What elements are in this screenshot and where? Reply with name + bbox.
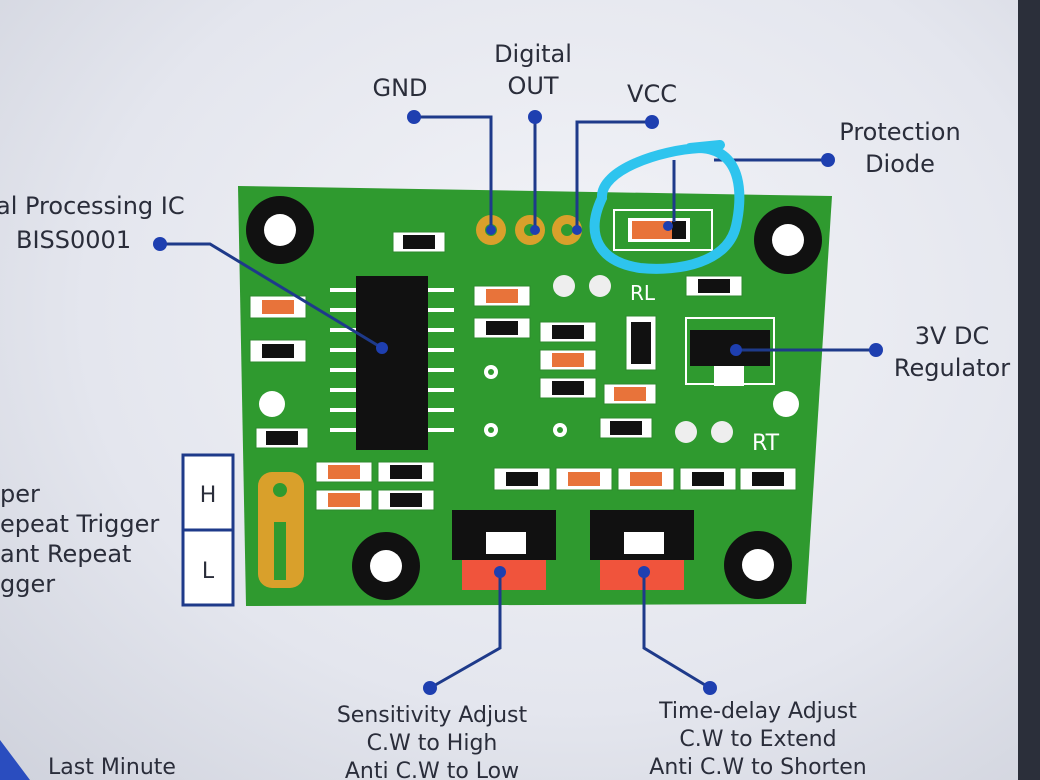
mount-hole-bottom-right: [724, 531, 792, 599]
label-digital-out-1: Digital: [494, 40, 572, 68]
label-sensitivity-3: Anti C.W to Low: [345, 759, 519, 780]
highlight-circle: [589, 140, 745, 274]
label-timedelay-1: Time-delay Adjust: [658, 699, 857, 724]
corner-shape: [0, 740, 30, 780]
mount-hole-top-left: [246, 196, 314, 264]
label-protection-diode-1: Protection: [839, 118, 960, 146]
smd-components: [249, 231, 797, 511]
silk-label-rt: RT: [752, 431, 780, 456]
mount-hole-bottom-left: [352, 532, 420, 600]
label-trigger-1: per: [0, 480, 40, 508]
screen-edge: [1018, 0, 1040, 780]
ic-chip-biss0001: [330, 276, 454, 450]
label-sensitivity-2: C.W to High: [367, 731, 498, 756]
label-digital-out-2: OUT: [507, 72, 558, 100]
label-sensitivity-1: Sensitivity Adjust: [337, 703, 528, 728]
pads-and-vias: [259, 275, 799, 443]
label-gnd: GND: [372, 74, 427, 102]
callout-dots: [153, 110, 883, 695]
label-timedelay-2: C.W to Extend: [679, 727, 836, 752]
jumper-l-label: L: [202, 559, 215, 584]
jumper-hl-box: H L: [181, 453, 235, 607]
mount-hole-top-right: [754, 206, 822, 274]
label-regulator-2: Regulator: [894, 354, 1010, 382]
label-signal-ic-2: BISS0001: [16, 226, 131, 254]
jumper-block: [258, 472, 304, 588]
label-regulator-1: 3V DC: [915, 322, 990, 350]
label-protection-diode-2: Diode: [865, 150, 935, 178]
silk-label-rl: RL: [630, 281, 656, 305]
label-vcc: VCC: [627, 80, 677, 108]
label-signal-ic-1: al Processing IC: [0, 192, 185, 220]
label-trigger-3: ant Repeat: [0, 540, 131, 568]
timedelay-pot: [590, 510, 694, 590]
label-trigger-4: gger: [0, 570, 55, 598]
label-timedelay-3: Anti C.W to Shorten: [649, 755, 866, 780]
protection-diode-component: [613, 209, 713, 251]
sensitivity-pot: [452, 510, 556, 590]
jumper-h-label: H: [200, 483, 217, 508]
footer-text: Last Minute: [48, 755, 176, 780]
pcb-board: RL RT: [238, 186, 832, 606]
label-trigger-2: epeat Trigger: [0, 510, 159, 538]
